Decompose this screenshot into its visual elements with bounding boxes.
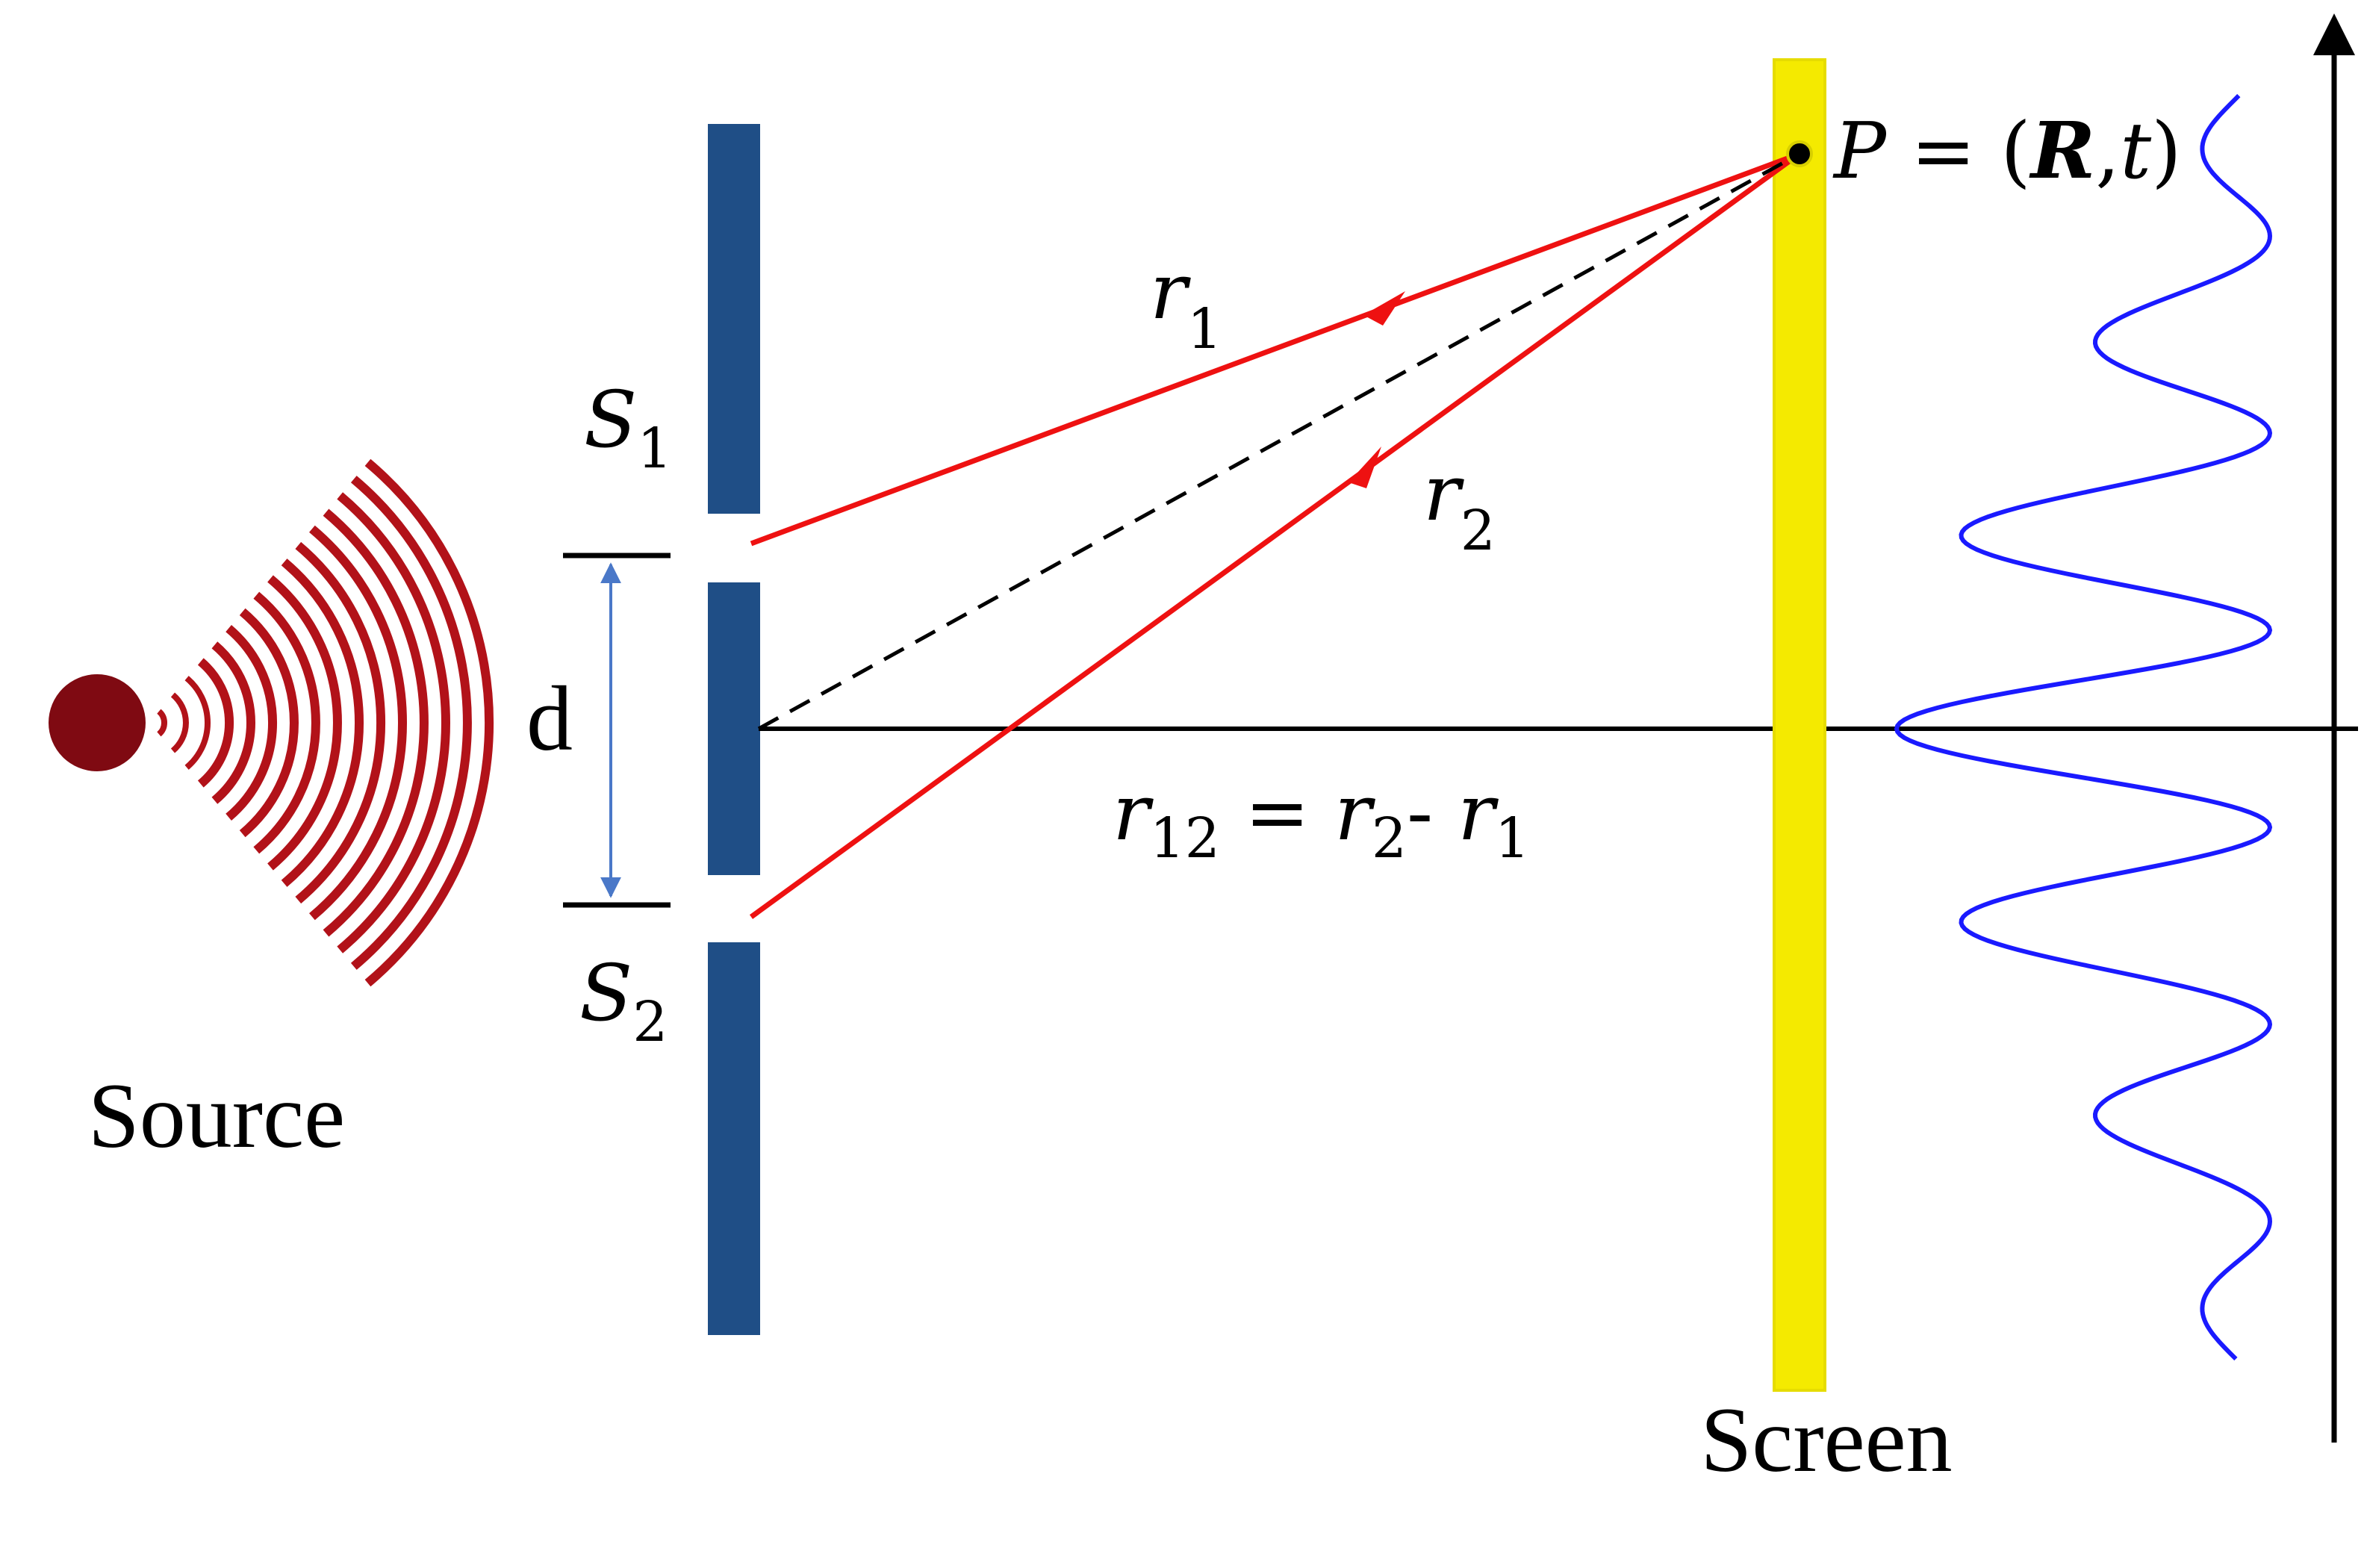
source-dot-icon bbox=[49, 674, 146, 771]
ray1-label: r1 bbox=[1150, 246, 1222, 361]
barrier-top bbox=[708, 124, 760, 514]
wavefront-arc bbox=[337, 492, 450, 953]
barrier-middle bbox=[708, 582, 760, 875]
diff-sub2: 2 bbox=[1372, 806, 1407, 871]
slit2-base: S bbox=[579, 948, 632, 1039]
ray1-sub: 1 bbox=[1187, 297, 1222, 361]
wavefront-arc bbox=[364, 458, 494, 987]
point-name: P bbox=[1832, 105, 1888, 196]
diff-sub1: 1 bbox=[1495, 806, 1530, 871]
point-comma: , bbox=[2095, 105, 2120, 196]
slit2-label: S2 bbox=[579, 948, 668, 1054]
point-R: R bbox=[2029, 105, 2095, 196]
up-arrow-axis-icon bbox=[2313, 13, 2355, 55]
wavefront-arc bbox=[295, 541, 385, 904]
ray2-line bbox=[749, 152, 1802, 919]
diff-r1: r bbox=[1458, 767, 1499, 858]
diff-eq: = bbox=[1220, 767, 1334, 858]
observation-point-icon bbox=[1786, 140, 1813, 167]
ray2-label: r2 bbox=[1423, 447, 1496, 563]
slit1-label: S1 bbox=[584, 374, 672, 481]
wavefront-arc bbox=[350, 476, 472, 970]
wavefront-arc bbox=[170, 692, 189, 753]
wavefront-arc bbox=[323, 508, 429, 937]
center-dashed-line bbox=[757, 152, 1801, 731]
diff-sub12: 12 bbox=[1150, 806, 1220, 871]
circular-wavefronts-icon bbox=[157, 458, 494, 987]
path-difference-label: r12 = r2- r1 bbox=[1113, 767, 1530, 871]
wavefront-arc bbox=[253, 591, 320, 854]
ray2-sub: 2 bbox=[1461, 499, 1496, 563]
slit1-sub: 1 bbox=[637, 417, 672, 481]
source-label: Source bbox=[88, 1065, 345, 1167]
wavefront-arc bbox=[267, 575, 342, 871]
diff-minus: - bbox=[1407, 767, 1458, 858]
separation-label: d bbox=[526, 668, 573, 770]
screen-bar bbox=[1773, 58, 1826, 1392]
ray1-base: r bbox=[1150, 246, 1191, 337]
ray2-base: r bbox=[1423, 447, 1464, 538]
wavefront-arc bbox=[197, 658, 234, 788]
wavefront-arc bbox=[211, 641, 255, 804]
wavefront-arc bbox=[157, 709, 168, 737]
wavefront-arc bbox=[309, 525, 407, 921]
point-label: P = (R,t) bbox=[1832, 105, 2182, 196]
wavefront-arc bbox=[239, 608, 299, 838]
intensity-profile-curve bbox=[1894, 93, 2273, 1361]
barrier-bottom bbox=[708, 942, 760, 1335]
ray1-line bbox=[750, 151, 1801, 547]
wavefront-arc bbox=[184, 676, 211, 770]
screen-label: Screen bbox=[1700, 1389, 1952, 1491]
point-eq: = ( bbox=[1886, 105, 2031, 196]
wavefront-arc bbox=[225, 625, 277, 821]
diff-r2: r bbox=[1334, 767, 1375, 858]
point-close: ) bbox=[2151, 105, 2182, 196]
wavefront-arc bbox=[281, 559, 364, 887]
slit1-base: S bbox=[584, 374, 637, 465]
diff-r: r bbox=[1113, 767, 1154, 858]
ray1-arrowhead-icon bbox=[1363, 291, 1405, 326]
point-t: t bbox=[2120, 105, 2151, 196]
slit2-sub: 2 bbox=[632, 990, 668, 1054]
ray2-arrowhead-icon bbox=[1349, 447, 1381, 488]
